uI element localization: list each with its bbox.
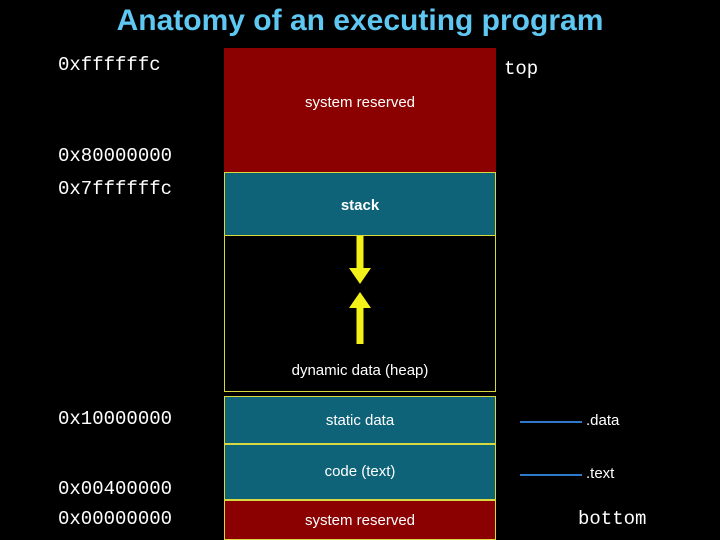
memory-band-system-reserved-top: system reserved [224, 48, 496, 172]
page-title: Anatomy of an executing program [116, 4, 604, 37]
memory-band-label-static-data: static data [325, 412, 395, 429]
memory-band-static-data: static data [224, 396, 496, 444]
memory-band-label-system-reserved-bottom: system reserved [304, 512, 416, 529]
memory-map: system reserved stack static data code (… [224, 48, 496, 540]
memory-band-label-stack: stack [340, 197, 380, 214]
memory-band-stack: stack [224, 172, 496, 236]
address-label-top: 0xffffffc [58, 54, 161, 76]
memory-band-label-code-text: code (text) [324, 463, 396, 480]
memory-band-label-system-reserved-top: system reserved [304, 94, 416, 111]
annotation-data-section: .data [586, 412, 620, 429]
data-leader-line [520, 421, 582, 423]
address-label-10000000: 0x10000000 [58, 408, 173, 430]
memory-band-code-text: code (text) [224, 444, 496, 500]
stack-growth-arrow-head [349, 268, 371, 284]
address-label-00000000: 0x00000000 [58, 508, 173, 530]
memory-band-label-heap: dynamic data (heap) [291, 362, 429, 379]
address-label-00400000: 0x00400000 [58, 478, 173, 500]
annotation-bottom: bottom [578, 508, 647, 530]
address-label-80000000: 0x80000000 [58, 145, 173, 167]
heap-growth-arrow-head [349, 292, 371, 308]
annotation-top: top [504, 58, 539, 80]
text-leader-line [520, 474, 582, 476]
address-label-7ffffffc: 0x7ffffffc [58, 178, 173, 200]
annotation-text-section: .text [586, 465, 615, 482]
